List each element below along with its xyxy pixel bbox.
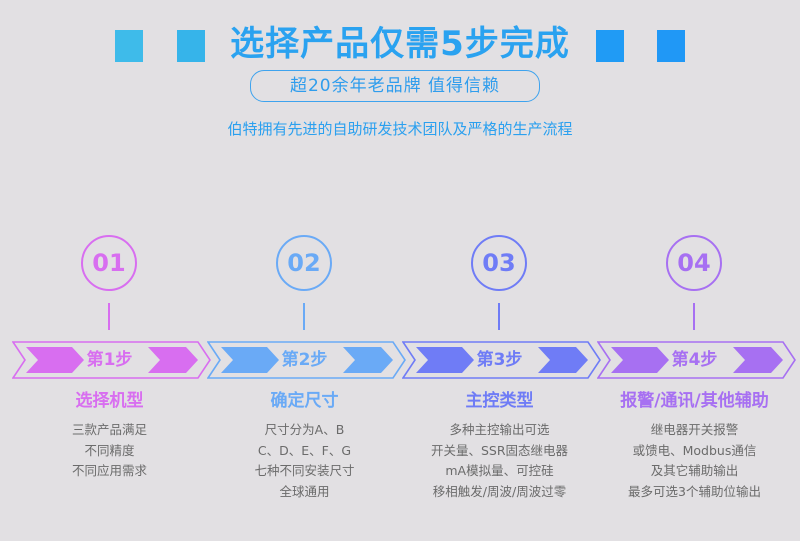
description-line: 七种不同安装尺寸 — [254, 463, 355, 478]
step-number: 03 — [482, 249, 516, 277]
step-heading: 主控类型 — [465, 391, 534, 411]
description-line: 全球通用 — [279, 483, 330, 499]
chevron-left-icon — [611, 347, 669, 373]
step-number-circle: 04 — [666, 235, 722, 291]
step-label: 第4步 — [671, 350, 718, 370]
step-arrow-band — [597, 341, 796, 379]
step-number: 02 — [287, 249, 321, 277]
chevron-right-icon — [538, 347, 588, 373]
step-label: 第3步 — [476, 350, 523, 370]
chevron-right-icon — [148, 347, 198, 373]
description-line: 移相触发/周波/周波过零 — [432, 483, 567, 499]
description-line: 最多可选3个辅助位输出 — [628, 483, 761, 499]
step-label: 第1步 — [86, 350, 133, 370]
connector-line — [498, 303, 500, 330]
description-line: 尺寸分为A、B — [264, 422, 345, 437]
step-heading: 报警/通讯/其他辅助 — [620, 391, 769, 411]
step-description: 继电器开关报警或馈电、Modbus通信及其它辅助输出最多可选3个辅助位输出 — [597, 420, 792, 502]
step-card-3: 03 第3步 主控类型 多种主控输出可选开关量、SSR固态继电器 mA模拟量、可控… — [402, 0, 601, 541]
step-heading: 选择机型 — [75, 391, 144, 411]
step-number-circle: 03 — [471, 235, 527, 291]
description-line: 三款产品满足 — [71, 422, 147, 437]
step-number: 01 — [92, 249, 126, 277]
chevron-left-icon — [26, 347, 84, 373]
description-line: C、D、E、F、G — [257, 442, 352, 458]
chevron-left-icon — [416, 347, 474, 373]
connector-line — [108, 303, 110, 330]
decor-square-left-1 — [115, 30, 143, 62]
step-arrow-band — [12, 341, 211, 379]
decor-square-right-2 — [657, 30, 685, 62]
description-line: 及其它辅助输出 — [650, 463, 739, 478]
chevron-left-icon — [221, 347, 279, 373]
decor-square-right-1 — [596, 30, 624, 62]
description-line: mA模拟量、可控硅 — [445, 463, 554, 478]
step-description: 尺寸分为A、B C、D、E、F、G 七种不同安装尺寸全球通用 — [207, 420, 402, 502]
page-title: 选择产品仅需5步完成 — [230, 24, 570, 64]
step-heading: 确定尺寸 — [270, 391, 339, 411]
step-card-2: 02 第2步 确定尺寸 尺寸分为A、B C、D、E、F、G 七种不同安装尺寸全球通用 — [207, 0, 406, 541]
step-label: 第2步 — [281, 350, 328, 370]
description-line: 继电器开关报警 — [650, 422, 739, 437]
description-line: 多种主控输出可选 — [449, 422, 550, 437]
description-line: 开关量、SSR固态继电器 — [430, 442, 569, 458]
step-arrow-band — [402, 341, 601, 379]
description-line: 不同精度 — [84, 442, 135, 458]
step-card-4: 04 第4步 报警/通讯/其他辅助 继电器开关报警或馈电、Modbus通信及其它… — [597, 0, 796, 541]
step-description: 三款产品满足不同精度不同应用需求 — [12, 420, 207, 482]
connector-line — [693, 303, 695, 330]
step-card-1: 01 第1步 选择机型 三款产品满足不同精度不同应用需求 — [12, 0, 211, 541]
step-description: 多种主控输出可选开关量、SSR固态继电器 mA模拟量、可控硅移相触发/周波/周波过… — [402, 420, 597, 502]
chevron-right-icon — [733, 347, 783, 373]
description-line: 或馈电、Modbus通信 — [632, 442, 757, 458]
description-line: 不同应用需求 — [71, 463, 147, 478]
step-arrow-band — [207, 341, 406, 379]
connector-line — [303, 303, 305, 330]
page-subtitle: 伯特拥有先进的自助研发技术团队及严格的生产流程 — [227, 120, 573, 138]
step-number-circle: 01 — [81, 235, 137, 291]
decor-square-left-2 — [177, 30, 205, 62]
step-number-circle: 02 — [276, 235, 332, 291]
chevron-right-icon — [343, 347, 393, 373]
brand-badge: 超20余年老品牌 值得信赖 — [250, 70, 540, 102]
step-number: 04 — [677, 249, 711, 277]
